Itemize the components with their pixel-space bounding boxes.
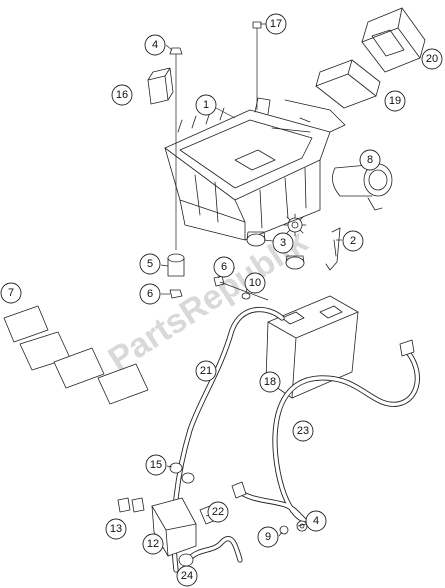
callout-16: 16 — [111, 84, 133, 106]
svg-text:4: 4 — [152, 39, 158, 51]
svg-text:1: 1 — [203, 99, 209, 111]
svg-text:4: 4 — [313, 515, 319, 527]
callout-17: 17 — [265, 13, 287, 35]
fuse-part — [117, 497, 145, 513]
svg-text:21: 21 — [200, 365, 212, 377]
svg-text:15: 15 — [150, 459, 162, 471]
sticker-set-part — [3, 305, 149, 405]
control-unit-part — [361, 7, 426, 73]
callout-12: 12 — [142, 533, 164, 555]
callout-6-mid: 6 — [213, 256, 235, 278]
callout-13: 13 — [105, 518, 127, 540]
svg-text:22: 22 — [212, 506, 224, 518]
bolt-part-top — [169, 47, 183, 250]
svg-text:5: 5 — [147, 258, 153, 270]
strap-part — [325, 227, 341, 271]
bolt-part-mid — [213, 275, 269, 301]
gear-icon — [283, 213, 307, 237]
horn-part — [332, 163, 393, 211]
svg-text:17: 17 — [270, 18, 282, 30]
callout-9: 9 — [257, 526, 279, 548]
callout-21: 21 — [195, 360, 217, 382]
callout-1: 1 — [195, 94, 217, 116]
svg-text:2: 2 — [350, 235, 356, 247]
battery-part — [265, 295, 359, 399]
grommet-part — [169, 462, 195, 484]
callout-22: 22 — [207, 501, 229, 523]
callout-24: 24 — [176, 565, 198, 587]
svg-text:12: 12 — [147, 538, 159, 550]
svg-text:9: 9 — [265, 531, 271, 543]
rubber-mount-part — [246, 231, 305, 270]
svg-text:16: 16 — [116, 89, 128, 101]
svg-text:10: 10 — [249, 277, 261, 289]
svg-text:24: 24 — [181, 570, 193, 582]
svg-text:3: 3 — [280, 237, 286, 249]
relay-part — [147, 67, 174, 105]
svg-text:23: 23 — [297, 425, 309, 437]
svg-text:19: 19 — [389, 95, 401, 107]
callout-20: 20 — [421, 48, 443, 70]
callout-23: 23 — [292, 420, 314, 442]
svg-text:18: 18 — [264, 376, 276, 388]
battery-cable-plus-part — [231, 339, 420, 523]
svg-text:7: 7 — [8, 287, 14, 299]
callout-4-bottom: 4 — [305, 510, 327, 532]
battery-tray-part — [164, 97, 346, 241]
screw-part-top — [252, 21, 262, 110]
bushing-part — [167, 253, 185, 277]
callout-2: 2 — [342, 230, 364, 252]
callout-18: 18 — [259, 371, 281, 393]
callout-5: 5 — [139, 253, 161, 275]
callout-10: 10 — [244, 272, 266, 294]
svg-text:13: 13 — [110, 523, 122, 535]
callout-7: 7 — [0, 282, 22, 304]
callout-4-top: 4 — [144, 34, 166, 56]
callout-6-left: 6 — [139, 283, 161, 305]
relay-module-part — [315, 59, 381, 109]
callout-3: 3 — [272, 232, 294, 254]
nut-part-left — [169, 289, 183, 299]
callout-8: 8 — [359, 149, 381, 171]
svg-text:8: 8 — [367, 154, 373, 166]
svg-text:6: 6 — [221, 261, 227, 273]
svg-text:20: 20 — [426, 53, 438, 65]
callout-19: 19 — [384, 90, 406, 112]
svg-text:6: 6 — [147, 288, 153, 300]
callout-15: 15 — [145, 454, 167, 476]
starter-cable-part — [178, 536, 243, 567]
